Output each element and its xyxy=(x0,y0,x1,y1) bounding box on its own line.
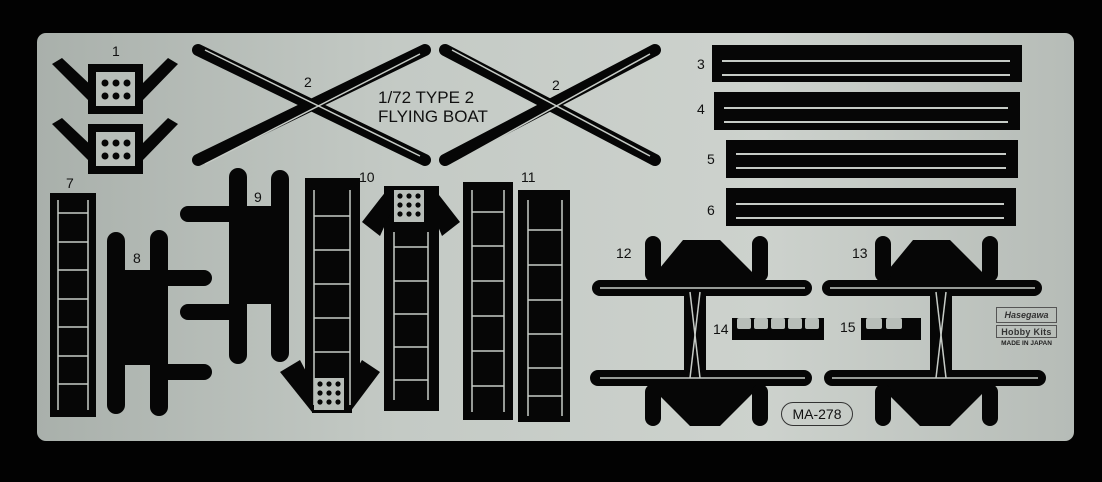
part-8-frame xyxy=(107,230,212,416)
origin-label: MADE IN JAPAN xyxy=(1001,340,1052,347)
part-11-ladder-a xyxy=(463,182,513,420)
brand-logo: Hasegawa xyxy=(996,307,1057,323)
product-title-line1: 1/72 TYPE 2 xyxy=(378,88,475,107)
part-number-label: 5 xyxy=(707,151,715,167)
part-number-label: 12 xyxy=(616,245,632,261)
part-number-label: 7 xyxy=(66,175,74,191)
part-2-right xyxy=(439,44,661,166)
part-1-lower xyxy=(52,118,178,174)
part-number-label: 8 xyxy=(133,250,141,266)
part-number-label: 9 xyxy=(254,189,262,205)
part-number-label: 10 xyxy=(359,169,375,185)
product-title-line2: FLYING BOAT xyxy=(378,107,488,126)
part-number-label: 4 xyxy=(697,101,705,117)
part-9-frame xyxy=(180,168,289,364)
part-10-ladder-b xyxy=(362,186,460,411)
part-2-left xyxy=(192,44,431,166)
part-4-rail xyxy=(714,92,1020,130)
part-number-label: 2 xyxy=(304,74,312,90)
brand-mark: Hasegawa Hobby Kits MADE IN JAPAN xyxy=(996,307,1057,347)
part-number-label: 2 xyxy=(552,77,560,93)
part-number-label: 3 xyxy=(697,56,705,72)
part-6-rail xyxy=(726,188,1016,226)
part-number-label: 14 xyxy=(713,321,729,337)
part-5-rail xyxy=(726,140,1018,178)
part-3-rail xyxy=(712,45,1022,82)
part-number-label: 13 xyxy=(852,245,868,261)
product-code-badge: MA-278 xyxy=(781,402,853,426)
part-13-trestle xyxy=(822,236,1046,426)
part-number-label: 15 xyxy=(840,319,856,335)
part-number-label: 1 xyxy=(112,43,120,59)
part-1-upper xyxy=(52,58,178,114)
part-number-label: 11 xyxy=(521,169,536,185)
part-7-ladder xyxy=(50,193,96,417)
brand-line: Hobby Kits xyxy=(996,325,1057,338)
part-number-label: 6 xyxy=(707,202,715,218)
